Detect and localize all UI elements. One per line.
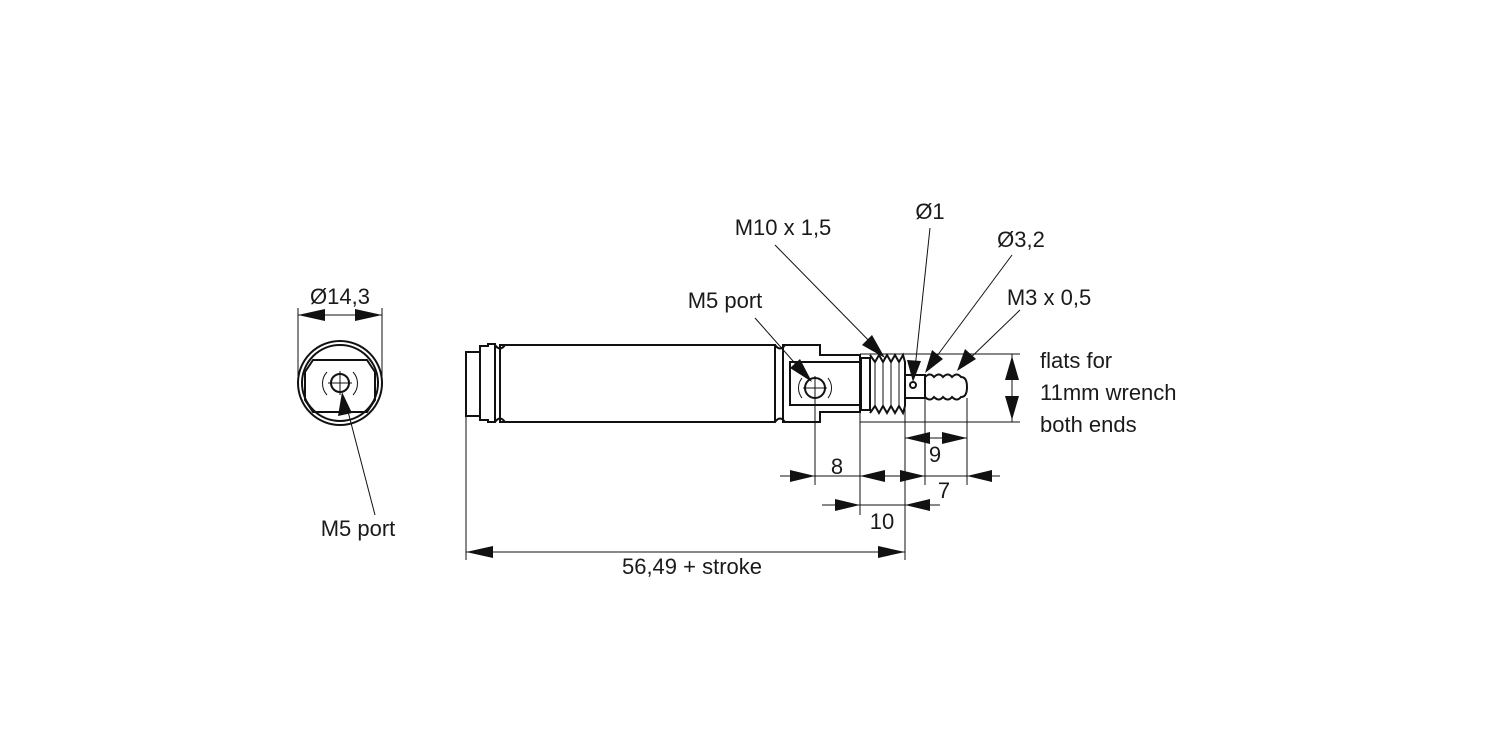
- flats-note-line1: flats for: [1040, 348, 1112, 373]
- dim-overall: 56,49 + stroke: [622, 554, 762, 579]
- leaders: [754, 227, 1021, 382]
- end-port-label: M5 port: [321, 516, 396, 541]
- dim-8: 8: [831, 454, 843, 479]
- side-view: [465, 343, 969, 423]
- flats-note-line2: 11mm wrench: [1040, 380, 1177, 405]
- thread-main-label: M10 x 1,5: [735, 215, 832, 240]
- end-view: [297, 308, 383, 516]
- rod-diameter-label: Ø3,2: [997, 227, 1045, 252]
- dimension-lines: [465, 353, 1020, 560]
- dim-9: 9: [929, 442, 941, 467]
- dim-10: 10: [870, 509, 894, 534]
- flats-note-line3: both ends: [1040, 412, 1137, 437]
- end-diameter-label: Ø14,3: [310, 284, 370, 309]
- dim-7: 7: [938, 478, 950, 503]
- side-port-label: M5 port: [688, 288, 763, 313]
- hole-diameter-label: Ø1: [915, 199, 944, 224]
- thread-tip-label: M3 x 0,5: [1007, 285, 1091, 310]
